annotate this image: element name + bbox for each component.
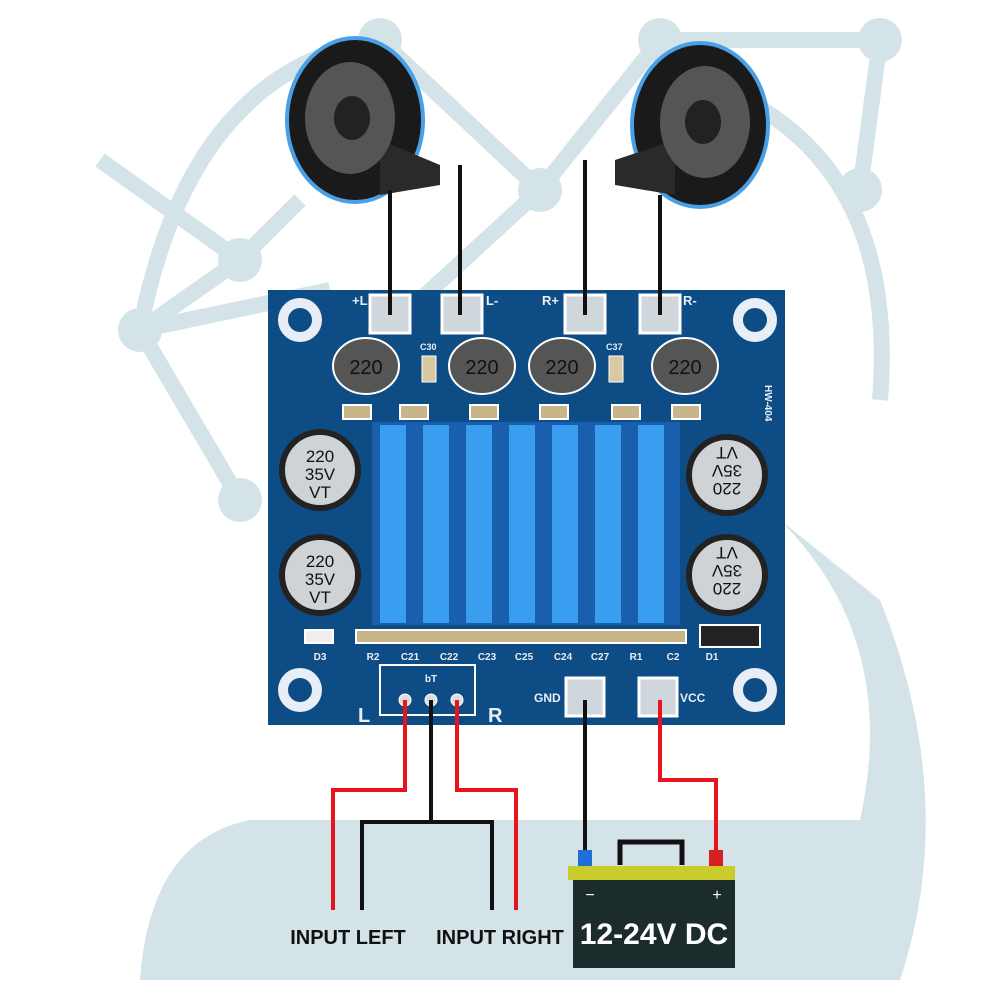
amplifier-board: +L L- R+ R- 220 220 220 220 C30 C37 HW-4… bbox=[268, 290, 785, 727]
cap-series: VT bbox=[716, 443, 738, 462]
cap-series: VT bbox=[309, 588, 331, 607]
cap-value: 220 bbox=[713, 479, 741, 498]
smd-row-bottom bbox=[304, 624, 761, 648]
cap-value: 220 bbox=[306, 447, 334, 466]
input-right-wire bbox=[455, 700, 518, 910]
part-label: D3 bbox=[314, 652, 327, 663]
pad-label-left-pos: +L bbox=[352, 293, 368, 308]
right-speaker-wires bbox=[583, 160, 662, 315]
battery: − + 12-24V DC bbox=[568, 839, 735, 968]
heatsink-fin bbox=[638, 425, 664, 623]
pad-label-right-neg: R- bbox=[683, 293, 697, 308]
battery-minus: − bbox=[585, 887, 594, 904]
part-label: D1 bbox=[706, 652, 719, 663]
cap-voltage: 35V bbox=[305, 465, 336, 484]
board-left-label: L bbox=[358, 705, 370, 727]
cap-voltage: 35V bbox=[711, 461, 742, 480]
part-label: C24 bbox=[554, 652, 573, 663]
cap-value: 220 bbox=[306, 552, 334, 571]
part-label: R1 bbox=[630, 652, 643, 663]
cap-voltage: 35V bbox=[711, 561, 742, 580]
input-right-label: INPUT RIGHT bbox=[436, 927, 564, 949]
heatsink-fin bbox=[509, 425, 535, 623]
inductor-label: 220 bbox=[545, 357, 578, 379]
input-left-wire bbox=[331, 700, 407, 910]
left-speaker bbox=[285, 36, 440, 204]
part-label: C27 bbox=[591, 652, 610, 663]
gnd-label: GND bbox=[534, 691, 561, 705]
part-label: C23 bbox=[478, 652, 497, 663]
input-ground-wire bbox=[360, 700, 494, 910]
part-label: R2 bbox=[367, 652, 380, 663]
cap-label-c37: C37 bbox=[606, 342, 623, 352]
heatsink-fin bbox=[466, 425, 492, 623]
battery-label: 12-24V DC bbox=[580, 918, 728, 951]
left-speaker-wires bbox=[388, 165, 462, 315]
pad-label-right-pos: R+ bbox=[542, 293, 559, 308]
battery-plus: + bbox=[712, 887, 721, 904]
heatsink-fin bbox=[380, 425, 406, 623]
cap-series: VT bbox=[716, 543, 738, 562]
board-model: HW-404 bbox=[762, 385, 773, 422]
vcc-wire bbox=[658, 700, 718, 855]
input-header-label: bT bbox=[425, 674, 437, 685]
inductor-label: 220 bbox=[668, 357, 701, 379]
heatsink-fin bbox=[552, 425, 578, 623]
pad-label-left-neg: L- bbox=[486, 293, 498, 308]
inductor-label: 220 bbox=[349, 357, 382, 379]
cap-voltage: 35V bbox=[305, 570, 336, 589]
cap-value: 220 bbox=[713, 579, 741, 598]
heatsink-fin bbox=[595, 425, 621, 623]
part-label: C2 bbox=[667, 652, 680, 663]
board-right-label: R bbox=[488, 705, 503, 727]
inductors: 220 220 220 220 bbox=[332, 337, 719, 395]
heatsink-fin bbox=[423, 425, 449, 623]
cap-label-c30: C30 bbox=[420, 342, 437, 352]
heatsink bbox=[372, 422, 680, 625]
electrolytic-capacitors: 220 35V VT 220 35V VT 220 35V VT 220 35V… bbox=[279, 429, 768, 616]
cap-series: VT bbox=[309, 483, 331, 502]
part-label: C22 bbox=[440, 652, 459, 663]
part-label: C25 bbox=[515, 652, 534, 663]
inductor-label: 220 bbox=[465, 357, 498, 379]
right-speaker bbox=[615, 41, 770, 209]
part-label: C21 bbox=[401, 652, 420, 663]
wires bbox=[331, 160, 718, 910]
smd-row-top bbox=[342, 404, 701, 420]
input-left-label: INPUT LEFT bbox=[290, 927, 406, 949]
vcc-label: VCC bbox=[680, 691, 706, 705]
